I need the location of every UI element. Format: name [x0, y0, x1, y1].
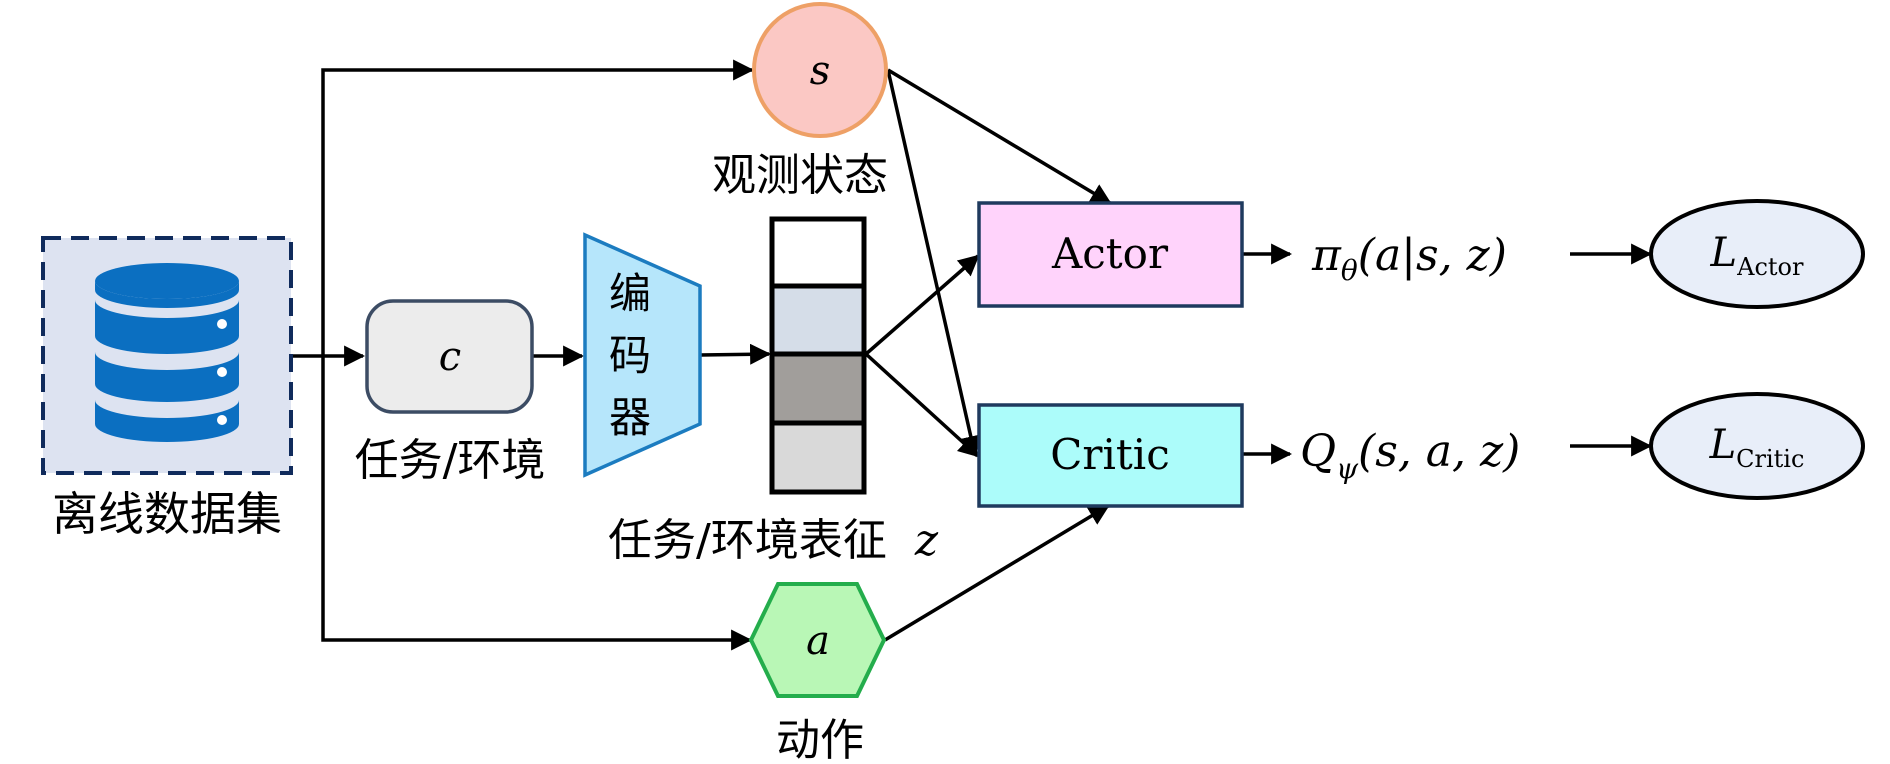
representation-vector [769, 216, 867, 495]
dataset-label: 离线数据集 [52, 487, 282, 541]
encoder-char-3: 器 [609, 393, 651, 442]
representation-cell-1 [769, 216, 867, 289]
representation-cell-2 [769, 283, 867, 357]
policy-symbol: π [1311, 230, 1342, 281]
actor-loss-label: LActor [1710, 230, 1804, 281]
representation-cell-4 [769, 420, 867, 495]
critic-label: Critic [1050, 430, 1169, 479]
policy-output: πθ(a|s, z) [1311, 230, 1507, 287]
task-box [365, 299, 534, 414]
task-input-node: c 任务/环境 [355, 299, 546, 486]
critic-node: Critic [977, 403, 1244, 508]
actor-label: Actor [1051, 229, 1169, 278]
arrow-representation-to-critic [864, 352, 980, 458]
state-circle [752, 2, 888, 138]
policy-arguments: (a|s, z) [1358, 230, 1507, 281]
encoder-char-1: 编 [609, 269, 651, 318]
arrow-state-to-critic [886, 69, 982, 458]
state-symbol: s [810, 48, 831, 94]
connectors [290, 59, 1653, 651]
critic-box [977, 403, 1244, 508]
actor-loss-node: LActor [1649, 199, 1865, 309]
critic-loss-node: LCritic [1649, 392, 1865, 500]
qvalue-arguments: (s, a, z) [1358, 426, 1520, 477]
representation-cell-3 [769, 351, 867, 426]
action-symbol: a [806, 618, 830, 664]
qvalue-output: Qψ(s, a, z) [1300, 426, 1520, 485]
representation-label: 任务/环境表征 z [608, 515, 939, 566]
state-label: 观测状态 [712, 150, 888, 201]
critic-loss-ellipse [1649, 392, 1865, 500]
encoder-node: 编 码 器 [583, 232, 702, 478]
qvalue-subscript: ψ [1336, 452, 1359, 485]
actor-loss-ellipse [1649, 199, 1865, 309]
critic-loss-label: LCritic [1709, 422, 1805, 473]
actor-box [977, 201, 1244, 308]
actor-node: Actor [977, 201, 1244, 308]
arrow-representation-to-actor [864, 254, 980, 356]
action-node: a 动作 [748, 582, 887, 764]
encoder-char-2: 码 [609, 331, 651, 380]
state-node: s 观测状态 [712, 2, 888, 201]
encoder-shape [583, 232, 702, 478]
task-symbol: c [439, 334, 461, 380]
arrow-dataset-to-state [321, 59, 755, 356]
offline-dataset: 离线数据集 [41, 236, 293, 541]
action-hexagon [748, 582, 887, 698]
action-label: 动作 [776, 715, 864, 764]
arrow-dataset-to-action [321, 356, 753, 651]
arrow-state-to-actor [887, 68, 1112, 205]
database-icon [95, 263, 239, 442]
task-label: 任务/环境 [355, 435, 546, 486]
qvalue-symbol: Q [1300, 426, 1336, 477]
arrow-action-to-critic [884, 504, 1110, 642]
policy-subscript: θ [1341, 254, 1358, 287]
arrow-encoder-to-representation [699, 343, 772, 365]
